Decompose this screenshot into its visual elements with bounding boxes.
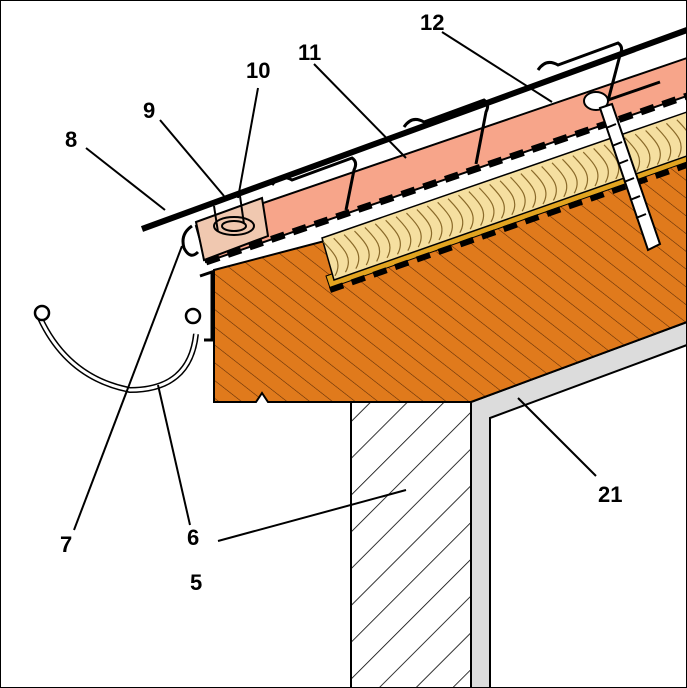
insulation-wave	[655, 126, 672, 162]
fastening-screw	[583, 91, 662, 252]
insulation-wave	[510, 176, 526, 212]
insulation-wave	[447, 198, 464, 234]
label-12: 12	[420, 10, 444, 35]
roof-sheet	[140, 27, 687, 232]
insulation-wave	[322, 241, 339, 277]
label-5: 5	[190, 570, 202, 595]
label-21: 21	[598, 482, 622, 507]
insulation-wave	[426, 205, 443, 241]
masonry-wall	[350, 401, 472, 688]
insulation-wave	[645, 130, 661, 165]
insulation-wave	[343, 234, 360, 269]
label-8: 8	[65, 127, 77, 152]
insulation-wave	[416, 209, 433, 244]
insulation-wave	[520, 173, 537, 208]
insulation-wave	[499, 180, 516, 216]
insulation-wave	[530, 169, 547, 205]
insulation-wave	[582, 151, 599, 187]
insulation-wave	[374, 223, 391, 259]
insulation-wave	[634, 133, 651, 169]
insulation-wave	[395, 216, 412, 251]
gutter	[33, 304, 202, 394]
labels: 5 6 7 8 9 10 11 12 21	[60, 10, 622, 595]
label-11: 11	[298, 40, 321, 65]
timber-rafter	[213, 144, 687, 403]
label-9: 9	[143, 98, 155, 123]
insulation-wave	[562, 158, 578, 194]
label-10: 10	[246, 58, 270, 83]
insulation-wave	[364, 227, 381, 262]
insulation-wave	[406, 212, 422, 248]
label-6: 6	[187, 525, 199, 550]
insulation-wave	[541, 165, 557, 201]
insulation-wave	[385, 219, 401, 255]
label-7: 7	[60, 532, 72, 557]
ventilation-grille	[194, 195, 270, 262]
insulation-wave	[551, 162, 568, 198]
insulation-wave	[676, 119, 687, 155]
insulation-wave	[665, 122, 682, 158]
insulation-wave	[437, 201, 453, 237]
insulation-wave	[603, 144, 620, 180]
insulation-wave	[468, 191, 485, 226]
insulation-wave	[593, 148, 609, 183]
insulation-wave	[478, 187, 495, 223]
eave-drip-edge	[181, 224, 214, 342]
insulation-wave	[354, 230, 370, 266]
insulation-wave	[489, 183, 505, 219]
insulation-wave	[624, 137, 641, 173]
ceiling-board	[470, 320, 687, 688]
leader-lines	[73, 31, 597, 542]
insulation-wave	[458, 194, 474, 230]
insulation-wave	[333, 237, 349, 273]
seam-clips	[270, 41, 661, 211]
insulation-wave	[572, 155, 589, 190]
